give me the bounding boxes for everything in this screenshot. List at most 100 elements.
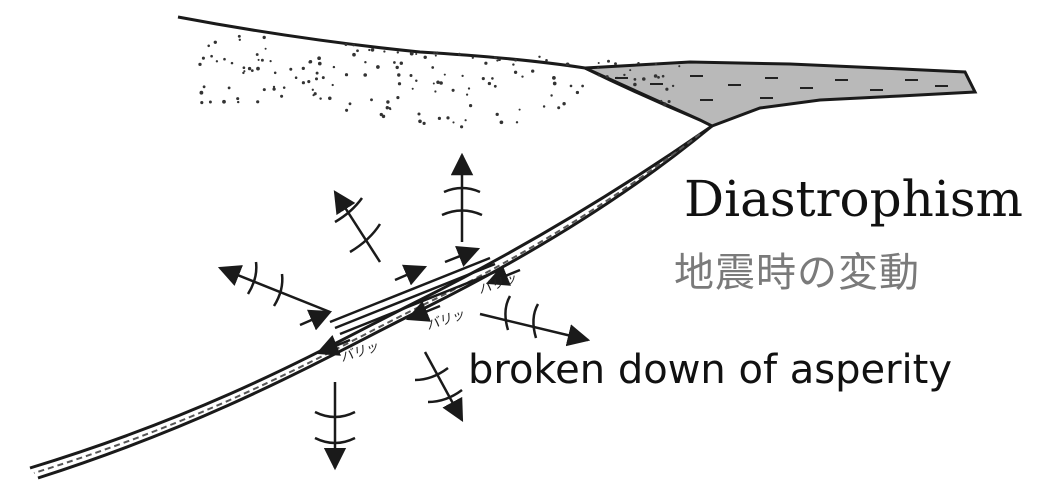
stipple-dot bbox=[198, 62, 202, 67]
stipple-dot bbox=[345, 108, 349, 112]
stipple-dot bbox=[667, 99, 671, 104]
stipple-dot bbox=[227, 86, 231, 90]
stipple-dot bbox=[262, 88, 266, 92]
stipple-dot bbox=[411, 87, 414, 90]
stipple-dot bbox=[200, 101, 204, 105]
stipple-dot bbox=[389, 108, 392, 111]
stipple-dot bbox=[545, 58, 548, 62]
stipple-dot bbox=[464, 119, 467, 122]
stipple-dot bbox=[663, 102, 666, 105]
stipple-dot bbox=[301, 66, 305, 71]
stipple-dot bbox=[313, 92, 317, 96]
stipple-dot bbox=[597, 66, 600, 69]
stipple-dot bbox=[665, 87, 669, 91]
stipple-dot bbox=[633, 78, 637, 81]
stipple-dot bbox=[671, 84, 675, 88]
stipple-dot bbox=[376, 65, 380, 69]
slip-arrows bbox=[299, 245, 521, 356]
stipple-dot bbox=[356, 49, 359, 53]
stipple-dot bbox=[409, 74, 413, 77]
stipple-dot bbox=[202, 85, 206, 89]
stipple-dot bbox=[363, 73, 368, 77]
stipple-dot bbox=[434, 90, 437, 93]
stipple-dot bbox=[397, 73, 401, 77]
stipple-dot bbox=[431, 66, 435, 69]
stipple-dot bbox=[348, 102, 352, 106]
stipple-dot bbox=[289, 67, 293, 71]
stipple-dot bbox=[481, 77, 485, 81]
stipple-dot bbox=[199, 90, 204, 95]
stipple-dot bbox=[660, 99, 663, 103]
stipple-dot bbox=[314, 77, 319, 81]
stipple-dot bbox=[331, 83, 334, 87]
stipple-dot bbox=[661, 74, 665, 78]
stipple-dot bbox=[315, 71, 319, 75]
fault-label-1: バリッ bbox=[425, 307, 467, 333]
stipple-dot bbox=[465, 93, 469, 96]
stipple-dot bbox=[368, 48, 371, 52]
fault-label-3: バリッ bbox=[477, 271, 519, 297]
stipple-dot bbox=[237, 34, 241, 38]
stipple-dot bbox=[642, 77, 646, 81]
stipple-dot bbox=[344, 73, 349, 77]
stipple-dot bbox=[607, 59, 610, 63]
stipple-dot bbox=[385, 106, 389, 110]
stipple-dot bbox=[436, 80, 440, 85]
stipple-dot bbox=[272, 85, 276, 89]
stipple-dot bbox=[460, 125, 464, 129]
stipple-dot bbox=[434, 54, 437, 57]
stipple-dot bbox=[471, 56, 474, 59]
stipple-dot bbox=[538, 55, 541, 59]
stipple-dot bbox=[443, 73, 446, 76]
stipple-dot bbox=[597, 61, 600, 65]
sediment-dashes bbox=[615, 75, 948, 101]
stipple-dot bbox=[418, 119, 422, 124]
stipple-dot bbox=[201, 56, 205, 60]
stipple-dot bbox=[269, 60, 272, 63]
stipple-dot bbox=[238, 38, 241, 41]
stipple-dot bbox=[210, 54, 213, 58]
stipple-dot bbox=[264, 47, 267, 50]
stipple-dot bbox=[223, 57, 226, 61]
stipple-dot bbox=[247, 66, 252, 71]
stipple-dot bbox=[493, 56, 497, 60]
stipple-dot bbox=[457, 52, 461, 56]
stipple-dot bbox=[614, 62, 617, 66]
stipple-dot bbox=[386, 100, 390, 104]
stipple-dot bbox=[468, 103, 473, 108]
stipple-dot bbox=[415, 79, 418, 82]
asperity-rupture bbox=[329, 256, 501, 336]
stipple-dot bbox=[399, 61, 403, 65]
stipple-dot bbox=[657, 76, 660, 79]
stipple-dot bbox=[243, 70, 246, 73]
wave-arrow-icon bbox=[217, 152, 591, 471]
stipple-dot bbox=[623, 73, 626, 77]
stipple-dot bbox=[484, 61, 488, 65]
stipple-dot bbox=[256, 66, 260, 71]
stipple-dot bbox=[396, 51, 399, 54]
stipple-dot bbox=[352, 52, 356, 57]
stipple-dot bbox=[569, 84, 573, 88]
stipple-dot bbox=[605, 75, 609, 79]
stipple-dot bbox=[552, 81, 557, 86]
stipple-dot bbox=[317, 56, 321, 61]
stipple-dot bbox=[307, 80, 311, 84]
stipple-dot bbox=[423, 55, 427, 60]
stipple-dot bbox=[633, 82, 637, 87]
stipple-dot bbox=[383, 50, 386, 53]
stipple-dot bbox=[531, 69, 535, 73]
stipple-texture bbox=[198, 34, 681, 129]
stipple-dot bbox=[230, 61, 234, 65]
stipple-dot bbox=[332, 65, 336, 69]
stipple-dot bbox=[272, 87, 276, 91]
stipple-dot bbox=[280, 94, 284, 98]
stipple-dot bbox=[208, 100, 212, 104]
stipple-dot bbox=[499, 120, 504, 125]
stipple-dot bbox=[236, 97, 240, 101]
stipple-dot bbox=[654, 62, 658, 66]
stipple-dot bbox=[321, 76, 325, 80]
stipple-dot bbox=[432, 82, 435, 85]
diagram-subtitle-jp: 地震時の変動 bbox=[674, 250, 920, 296]
stipple-dot bbox=[308, 60, 312, 64]
